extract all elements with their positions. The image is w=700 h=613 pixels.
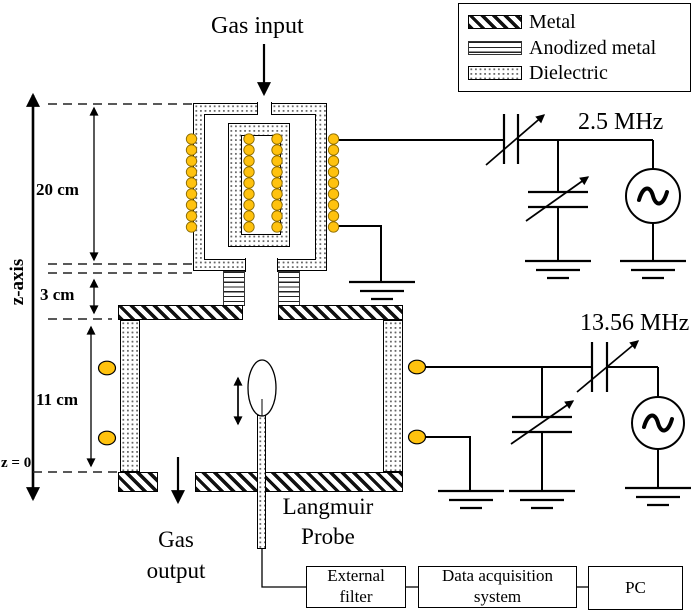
legend-item-anodized-metal: Anodized metal <box>468 37 686 59</box>
icp-shunt-variable-capacitor-icon <box>525 176 590 222</box>
legend-label: Dielectric <box>529 62 608 85</box>
ground-icon-icp-cap <box>525 259 591 280</box>
data-acquisition-box: Data acquisition system <box>418 566 577 608</box>
legend-label: Metal <box>529 10 576 33</box>
dielectric-pattern-swatch <box>468 66 522 81</box>
ccp-frequency-label: 13.56 MHz <box>580 310 690 336</box>
ground-icon-coil <box>349 280 415 301</box>
chamber-wall-left <box>120 320 140 472</box>
coil-turn-dots <box>185 133 340 233</box>
legend-item-metal: Metal <box>468 11 686 33</box>
ground-icons <box>349 259 691 510</box>
dim-label-11cm: 11 cm <box>36 390 79 409</box>
chamber-top-plate-right <box>278 305 403 320</box>
ground-icon-ccp-source <box>625 486 691 507</box>
chamber-bottom-plate-left <box>118 472 158 492</box>
ground-icon-icp-source <box>620 259 686 280</box>
icp-series-variable-capacitor-icon <box>485 114 546 166</box>
ccp-ac-source-icon <box>631 396 685 450</box>
external-filter-label: External filter <box>327 566 385 606</box>
langmuir-probe-label: Langmuir Probe <box>282 494 374 549</box>
z-axis-label: z-axis <box>7 258 28 306</box>
chamber-bottom-plate-right <box>195 472 403 492</box>
icp-ac-source-icon <box>625 168 681 224</box>
anodized-metal-pattern-swatch <box>468 40 522 55</box>
electrode-terminal-dots <box>97 359 427 446</box>
external-filter-box: External filter <box>306 566 406 608</box>
ccp-circuit-wires <box>425 366 659 490</box>
ccp-series-variable-capacitor-icon <box>576 340 640 393</box>
pc-box: PC <box>588 566 683 610</box>
metal-pattern-swatch <box>468 14 522 29</box>
ground-icon-ccp-cap <box>509 489 575 510</box>
icp-circuit-wires <box>339 139 654 282</box>
ground-icon-electrode <box>438 489 504 510</box>
pc-label: PC <box>625 577 646 597</box>
icp-frequency-label: 2.5 MHz <box>578 109 664 135</box>
chamber-wall-right <box>383 320 403 472</box>
gas-output-label: Gas output <box>146 527 206 584</box>
dimension-arrows <box>86 106 99 468</box>
legend: Metal Anodized metal Dielectric <box>458 3 691 92</box>
dim-label-20cm: 20 cm <box>36 180 79 199</box>
ccp-shunt-variable-capacitor-icon <box>510 400 575 445</box>
data-acquisition-label: Data acquisition system <box>442 566 553 606</box>
dashed-reference-lines <box>33 103 194 473</box>
langmuir-probe-bulb <box>247 359 277 417</box>
gas-input-label: Gas input <box>211 13 304 39</box>
dim-label-3cm: 3 cm <box>40 285 75 304</box>
tube-outlet-gap <box>245 258 278 272</box>
legend-label: Anodized metal <box>529 36 657 59</box>
probe-signal-wire <box>261 548 306 588</box>
legend-item-dielectric: Dielectric <box>468 62 686 84</box>
chamber-top-plate-left <box>118 305 243 320</box>
gas-inlet-gap <box>257 102 272 115</box>
z-zero-label: z = 0 <box>1 455 32 471</box>
